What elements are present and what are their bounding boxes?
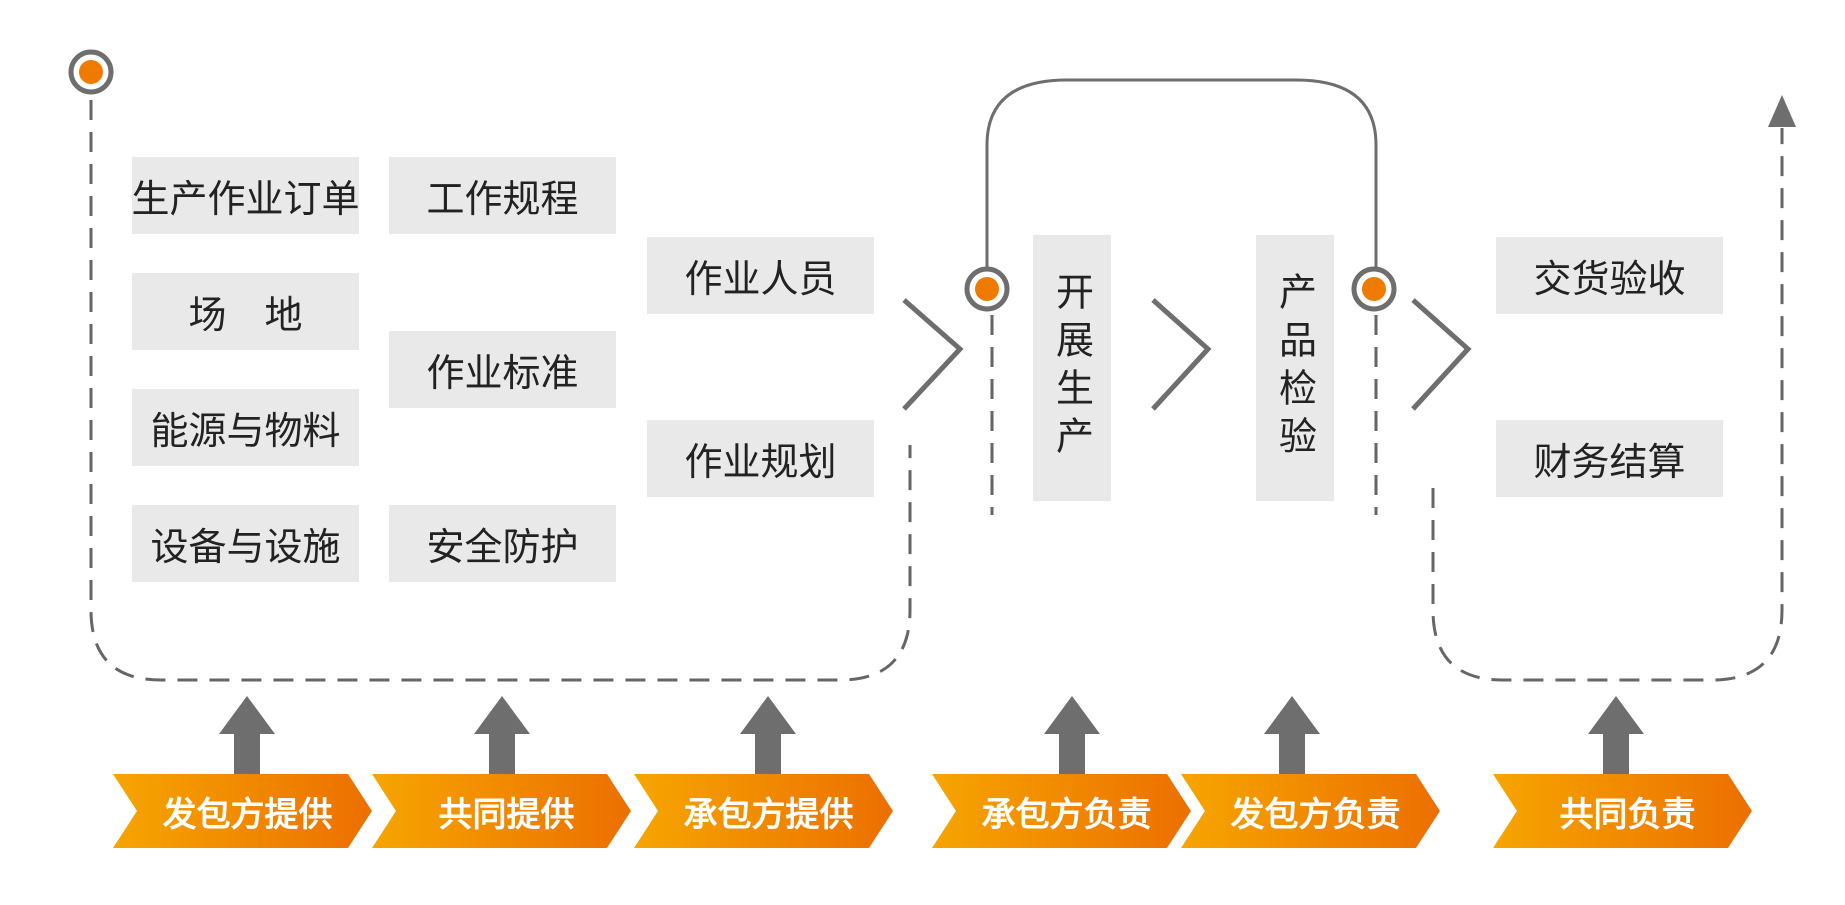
up-arrow-icon <box>219 696 275 775</box>
rework-loop-line <box>985 78 1378 268</box>
start-node-icon <box>68 49 114 95</box>
inspection-stage-box: 产品检验 <box>1256 235 1334 501</box>
delivery-box: 财务结算 <box>1496 420 1723 497</box>
resource-box: 生产作业订单 <box>132 157 360 234</box>
resource-box: 工作规程 <box>389 157 616 234</box>
responsibility-banner-5 <box>1181 774 1440 848</box>
production-node-icon <box>964 266 1010 312</box>
resource-box: 作业标准 <box>389 331 616 408</box>
end-arrow-icon <box>1768 95 1796 127</box>
flow-chevron-1 <box>902 298 964 411</box>
dashed-loop-right <box>1431 128 1784 682</box>
dashed-loop-left <box>89 100 912 682</box>
resource-box: 安全防护 <box>389 505 616 582</box>
responsibility-banner-3 <box>634 774 893 848</box>
production-stage-box: 开展生产 <box>1033 235 1111 501</box>
inspection-node-icon <box>1351 266 1397 312</box>
flow-chevron-3 <box>1411 298 1472 411</box>
responsibility-banner-6 <box>1493 774 1752 848</box>
up-arrow-icon <box>1044 696 1100 775</box>
resource-box: 能源与物料 <box>132 389 359 466</box>
responsibility-banner-4 <box>932 774 1191 848</box>
delivery-box: 交货验收 <box>1496 237 1723 314</box>
responsibility-banner-2 <box>372 774 631 848</box>
responsibility-banner-1 <box>113 774 372 848</box>
up-arrow-icon <box>740 696 796 775</box>
up-arrow-icon <box>474 696 530 775</box>
up-arrow-icon <box>1588 696 1644 775</box>
flow-chevron-2 <box>1151 298 1212 411</box>
resource-box: 场 地 <box>132 273 359 350</box>
up-arrow-icon <box>1264 696 1320 775</box>
resource-box: 设备与设施 <box>132 505 359 582</box>
resource-box: 作业规划 <box>647 420 874 497</box>
resource-box: 作业人员 <box>647 237 874 314</box>
